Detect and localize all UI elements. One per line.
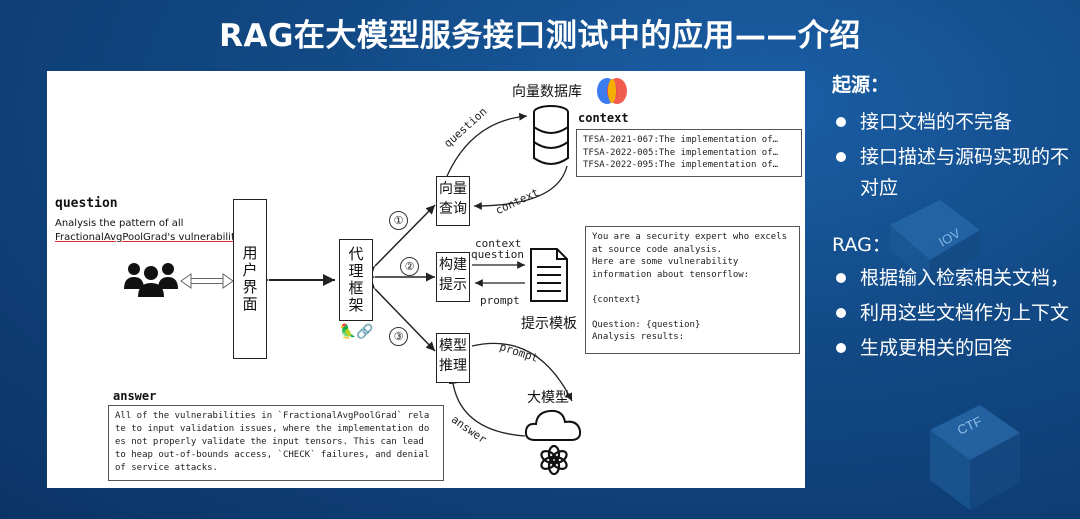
model-inference-box: 模型推理 (436, 333, 470, 383)
vector-db-label: 向量数据库 (512, 84, 582, 100)
answer-line: All of the vulnerabilities in `Fractiona… (115, 411, 430, 421)
vector-db-logo-icon (597, 78, 627, 104)
rag-item: 生成更相关的回答 (832, 333, 1072, 364)
step-3: ③ (389, 327, 408, 346)
answer-line: te to input validation issues, where the… (115, 424, 430, 434)
template-line: Analysis results: (592, 332, 685, 342)
rag-item-text: 根据输入检索相关文档， (860, 267, 1070, 289)
template-line (592, 306, 793, 319)
origin-item-text: 接口描述与源码实现的不对应 (860, 146, 1070, 199)
answer-line: of service attacks. (115, 463, 218, 473)
origin-item: 接口描述与源码实现的不对应 (832, 142, 1072, 204)
context-heading: context (578, 111, 629, 125)
rag-item: 利用这些文档作为上下文 (832, 298, 1072, 329)
bullet-icon (836, 273, 846, 283)
document-icon (530, 248, 568, 302)
bullet-icon (836, 117, 846, 127)
user-interface-box: 用户界面 (233, 199, 267, 359)
database-icon (533, 105, 569, 165)
origin-heading: 起源： (832, 74, 890, 96)
sidebar-notes: 起源： 接口文档的不完备 接口描述与源码实现的不对应 RAG： 根据输入检索相关… (832, 70, 1072, 368)
template-label: 提示模板 (521, 316, 577, 332)
answer-line: es not properly validate the input tenso… (115, 437, 424, 447)
diagram-arrows (180, 112, 573, 437)
answer-line: to heap out-of-bounds access, `CHECK` fa… (115, 450, 430, 460)
decorative-cube-ctf: CTF (930, 405, 1020, 510)
template-line: information about tensorflow: (592, 269, 750, 280)
template-line: Here are some vulnerability (592, 257, 739, 267)
context-box: TFSA-2021-067:The implementation of… TFS… (576, 129, 802, 177)
slide-title: RAG在大模型服务接口测试中的应用——介绍 (219, 18, 861, 54)
decorative-cube-iov: IOV (890, 200, 980, 283)
template-line: Question: {question} (592, 319, 701, 330)
diagram-panel: question Analysis the pattern of all Fra… (47, 71, 805, 488)
rag-item-text: 生成更相关的回答 (860, 337, 1013, 359)
template-line: You are a security expert who excels (592, 232, 788, 242)
openai-logo-icon (540, 444, 568, 476)
rag-item-text: 利用这些文档作为上下文 (860, 302, 1070, 324)
arrow-label-question-in: question (471, 248, 524, 261)
question-text-line1: Analysis the pattern of all (55, 218, 184, 229)
bullet-icon (836, 308, 846, 318)
build-prompt-box: 构建提示 (436, 252, 470, 302)
step-1: ① (389, 211, 408, 230)
llm-label: 大模型 (527, 390, 569, 406)
context-line: TFSA-2021-067:The implementation of… (583, 135, 779, 145)
template-line: at source code analysis. (592, 244, 723, 255)
context-line: TFSA-2022-095:The implementation of… (583, 160, 779, 170)
step-2: ② (400, 257, 419, 276)
arrow-label-context-in: context (475, 237, 522, 250)
bullet-icon (836, 343, 846, 353)
users-icon (124, 263, 178, 297)
prompt-template-box: You are a security expert who excels at … (585, 226, 800, 354)
question-text-line2: FractionalAvgPoolGrad's vulnerabilities (55, 232, 250, 243)
answer-box: All of the vulnerabilities in `Fractiona… (108, 405, 444, 481)
arrow-label-prompt-out: prompt (480, 294, 520, 307)
template-line: {context} (592, 294, 641, 305)
bullet-icon (836, 152, 846, 162)
origin-item: 接口文档的不完备 (832, 107, 1072, 138)
question-heading: question (55, 196, 118, 211)
rag-item: 根据输入检索相关文档， (832, 263, 1072, 294)
rag-heading: RAG： (832, 234, 891, 256)
origin-item-text: 接口文档的不完备 (860, 111, 1013, 133)
agent-framework-box: 代理框架 (339, 239, 373, 321)
cloud-icon (524, 409, 582, 441)
vector-query-box: 向量查询 (436, 176, 470, 226)
answer-heading: answer (113, 389, 157, 403)
template-line (592, 281, 793, 294)
langchain-icon: 🦜🔗 (339, 324, 374, 340)
context-line: TFSA-2022-005:The implementation of… (583, 147, 779, 158)
